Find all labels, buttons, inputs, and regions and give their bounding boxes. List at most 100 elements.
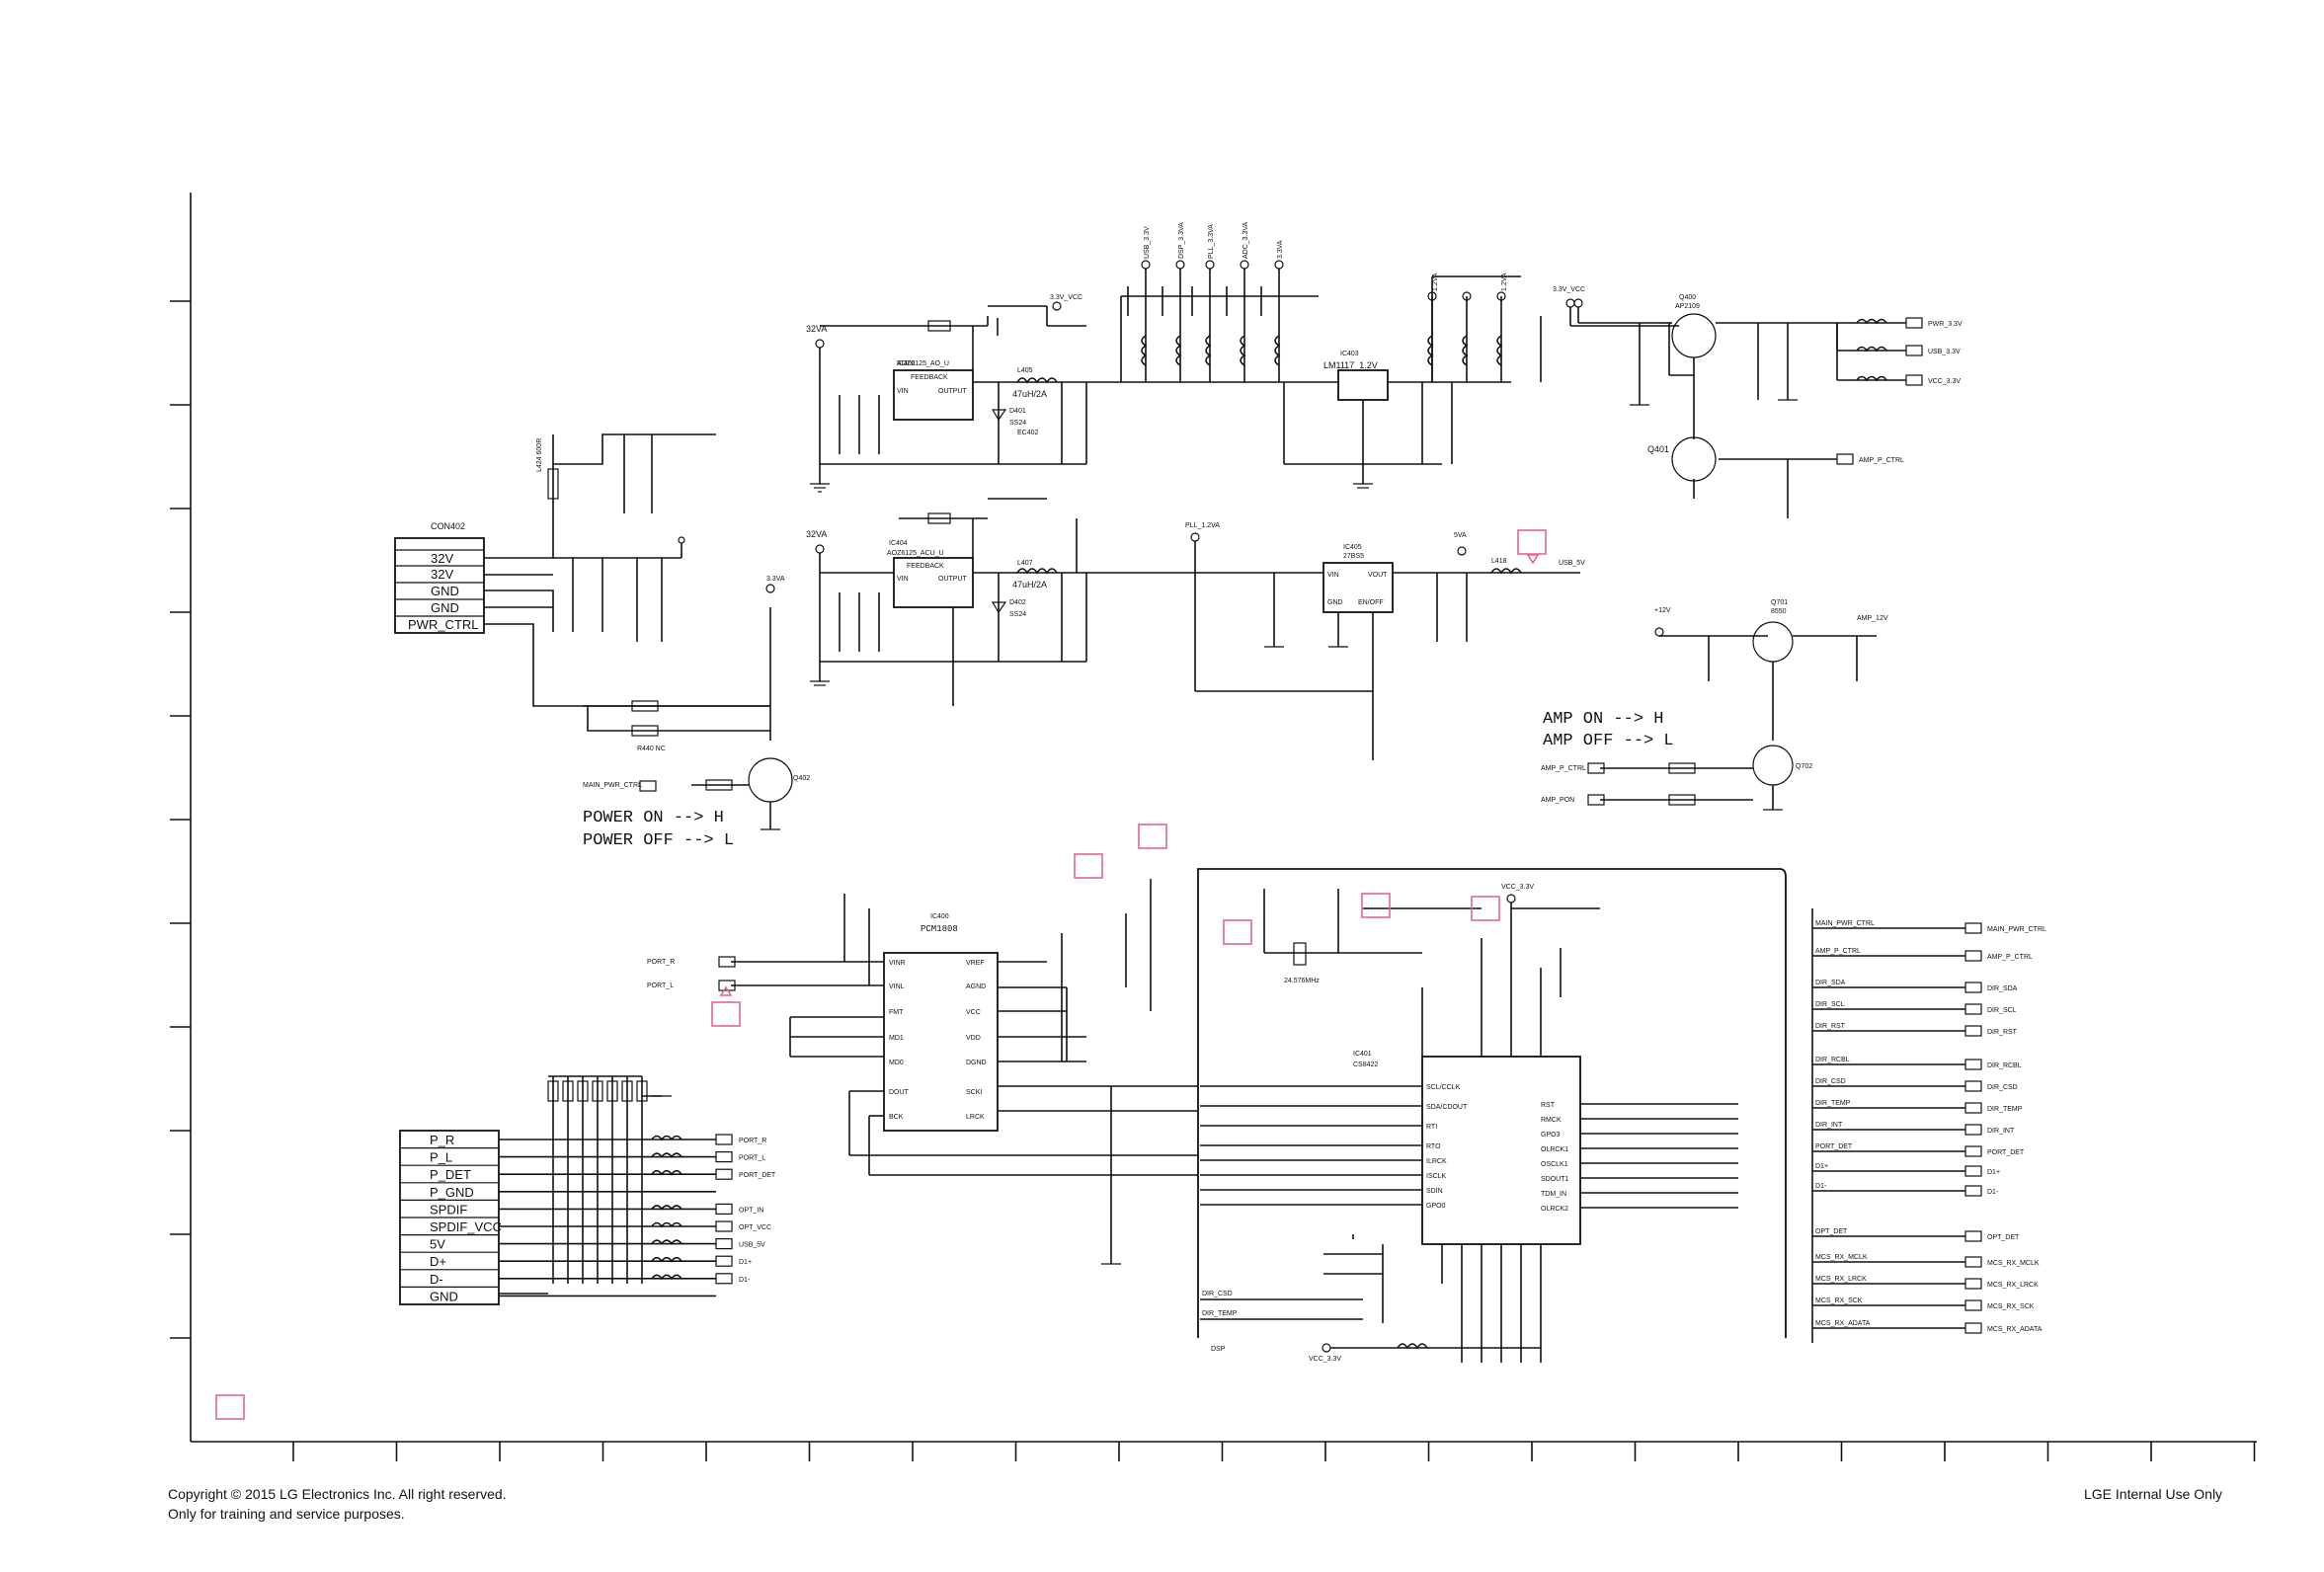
right-port-net: DIR_SCL — [1815, 1001, 1845, 1008]
rail-1v2-inductor — [1427, 335, 1434, 366]
right-port-connector — [1964, 1165, 1982, 1177]
right-port-connector — [1964, 1185, 1982, 1197]
right-port-net: DIR_SDA — [1815, 980, 1846, 986]
q701-ref: Q701 — [1771, 599, 1788, 606]
right-port-label: MCS_RX_SCK — [1987, 1303, 2035, 1310]
lower-port-inductor — [651, 1152, 682, 1158]
note-power-on: POWER ON --> H — [583, 809, 724, 827]
d402-label: D402 — [1009, 599, 1026, 606]
ic402-ref: IC402 — [897, 360, 916, 367]
ic405-vin: VIN — [1327, 572, 1339, 579]
d402-part: SS24 — [1009, 611, 1026, 618]
label-3v3-vcc: 3.3V_VCC — [1553, 286, 1585, 293]
ic400-left-pin: MD0 — [889, 1060, 904, 1066]
label-3v3-q402: 3.3VA — [766, 576, 785, 583]
con402-pin3: GND — [431, 584, 459, 598]
q400-ref: Q400 — [1679, 294, 1696, 301]
lower-port-label: PORT_DET — [739, 1172, 776, 1179]
ic404-body — [893, 557, 974, 608]
vcc-3v3-bottom: VCC_3.3V — [1309, 1356, 1341, 1363]
d401-label: D401 — [1009, 408, 1026, 415]
right-port-net: PORT_DET — [1815, 1143, 1853, 1150]
rail-1v2-terminal — [1496, 291, 1506, 301]
note-amp-off: AMP OFF --> L — [1543, 732, 1674, 750]
port-l-in: PORT_L — [647, 982, 674, 989]
lower-cap — [606, 1080, 618, 1102]
right-port-net: AMP_P_CTRL — [1815, 948, 1861, 955]
lower-port-inductor — [651, 1256, 682, 1263]
right-port-connector — [1964, 1299, 1982, 1311]
right-port-label: D1- — [1987, 1189, 1999, 1196]
lower-conn-pin: P_GND — [430, 1185, 474, 1200]
right-port-net: D1- — [1815, 1183, 1827, 1190]
lower-port-connector — [715, 1255, 733, 1267]
lower-port-inductor — [651, 1274, 682, 1281]
ic400-right-pin: VDD — [966, 1035, 981, 1042]
usb-5v-label: USB_5V — [1559, 560, 1585, 567]
r440-label: R440 NC — [637, 746, 666, 752]
l405-label: L405 — [1017, 367, 1033, 374]
lower-conn-pin: 5V — [430, 1237, 445, 1252]
rail-tap-terminal — [1240, 260, 1249, 270]
ic400-right-pin: VCC — [966, 1009, 981, 1016]
ic402-part: AOZ6125_AO_U — [897, 360, 949, 367]
ic401-left-pin: ILRCK — [1426, 1158, 1447, 1165]
ic401-right-pin: SDOUT1 — [1541, 1176, 1569, 1183]
ic402-out: OUTPUT — [938, 388, 968, 395]
ic400-right-pin: LRCK — [966, 1114, 985, 1121]
right-port-connector — [1964, 1059, 1982, 1070]
rail-inductor — [1274, 335, 1281, 366]
q400-out-port — [1905, 345, 1923, 356]
q401-ref: Q401 — [1647, 444, 1669, 454]
lower-port-label: D1- — [739, 1277, 751, 1284]
right-port-label: DIR_SDA — [1987, 985, 2018, 992]
right-port-net: MCS_RX_MCLK — [1815, 1254, 1868, 1261]
right-port-net: MAIN_PWR_CTRL — [1815, 920, 1875, 927]
rail-tap-label: ADC_3.3VA — [1242, 221, 1249, 259]
rail-tap-label: DSP_3.3VA — [1178, 222, 1185, 259]
lower-conn-pin: GND — [430, 1289, 458, 1303]
right-port-connector — [1964, 1102, 1982, 1114]
q400-out-inductor — [1856, 318, 1887, 325]
ic401-right-pin: OSCLK1 — [1541, 1161, 1568, 1168]
ec402-label: EC402 — [1017, 430, 1039, 436]
dsp-block: DSP IC401 CS8422 SCL/CCLKSDA/CDOUTRTIRTO… — [1197, 868, 2046, 1363]
right-port-connector — [1964, 950, 1982, 962]
ic400-left-pin: MD1 — [889, 1035, 904, 1042]
right-port-label: D1+ — [1987, 1169, 2000, 1176]
ic400-body — [883, 952, 999, 1132]
ic400-left-pin: FMT — [889, 1009, 904, 1016]
right-port-label: DIR_RST — [1987, 1029, 2018, 1036]
rail-tap-label: USB_3.3V — [1144, 226, 1151, 259]
right-port-label: PORT_DET — [1987, 1149, 2025, 1156]
ic400-block: IC400 PCM1808 VINRVINLFMTMD1MD0DOUTBCKVR… — [647, 879, 1200, 1265]
lower-port-label: D1+ — [739, 1259, 752, 1266]
lower-port-label: PORT_R — [739, 1138, 766, 1144]
ic400-left-pin: VINL — [889, 983, 905, 990]
right-port-connector — [1964, 1145, 1982, 1157]
con402-pin2: 32V — [431, 567, 453, 582]
ic405-vout: VOUT — [1368, 572, 1388, 579]
lower-conn-pin: P_DET — [430, 1167, 471, 1182]
lower-cap — [592, 1080, 603, 1102]
right-port-connector — [1964, 1256, 1982, 1268]
right-port-label: MAIN_PWR_CTRL — [1987, 926, 2046, 933]
ic403-ref: IC403 — [1340, 351, 1359, 357]
ic402-vin: VIN — [897, 388, 909, 395]
ic401-left-pin: SDIN — [1426, 1188, 1443, 1195]
q702-ref: Q702 — [1796, 763, 1812, 770]
copyright-text: Copyright © 2015 LG Electronics Inc. All… — [168, 1486, 507, 1502]
label-pll-1v2va-2: 1.2VA — [1501, 273, 1508, 291]
lower-cap — [547, 1080, 559, 1102]
lower-cap — [636, 1080, 648, 1102]
lower-conn-pin: SPDIF — [430, 1202, 467, 1217]
lower-port-label: USB_5V — [739, 1242, 765, 1249]
lower-conn-pin: P_R — [430, 1133, 454, 1147]
lower-conn-pin: D- — [430, 1272, 443, 1287]
lower-port-connector — [715, 1237, 733, 1250]
drawing-frame — [170, 193, 2257, 1461]
internal-use-label: LGE Internal Use Only — [2084, 1486, 2223, 1502]
rail-tap-label: 3.3VA — [1277, 240, 1284, 259]
